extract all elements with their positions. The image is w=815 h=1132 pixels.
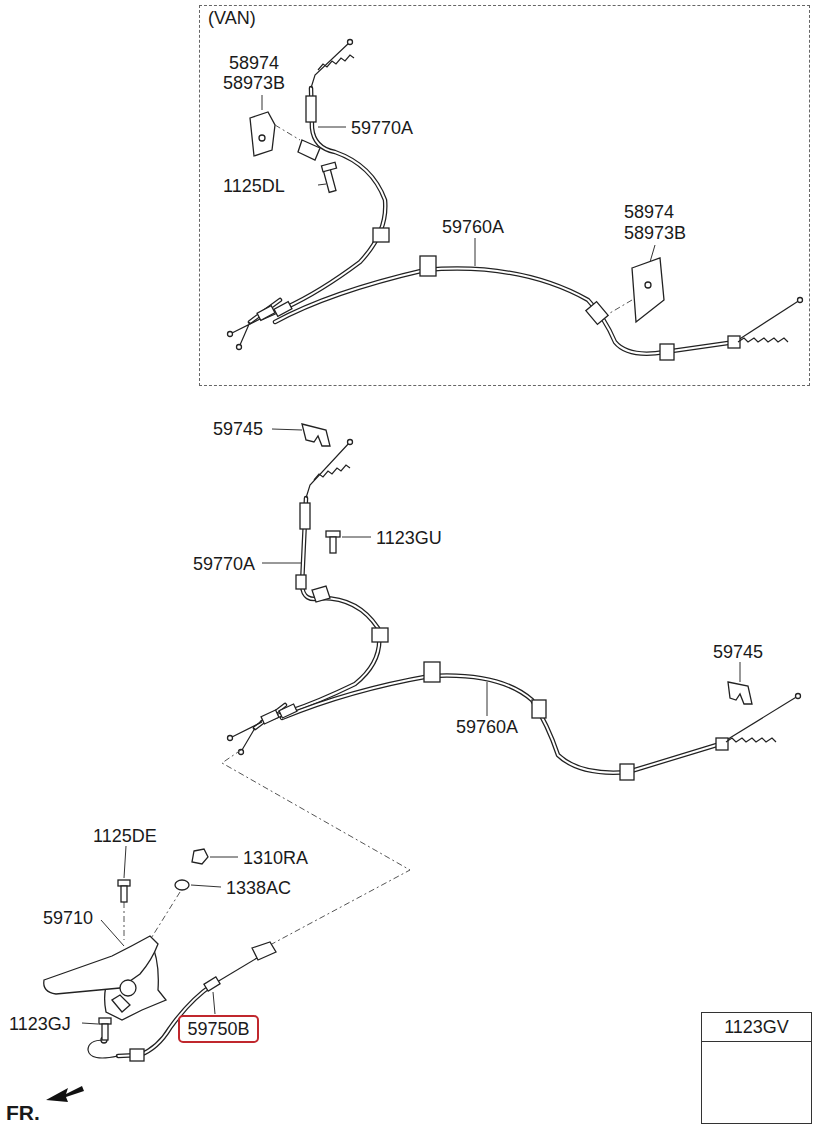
part-number: 1125DL bbox=[222, 176, 286, 196]
region-title: (VAN) bbox=[208, 8, 801, 28]
part-number: 59710 bbox=[42, 908, 94, 928]
van-region: (VAN) bbox=[199, 5, 810, 386]
part-number: 58974 bbox=[228, 53, 280, 73]
part-number: 59745 bbox=[212, 419, 264, 439]
part-number: 58973B bbox=[222, 73, 286, 93]
part-number: 59760A bbox=[455, 717, 519, 737]
part-number: 58974 bbox=[623, 202, 675, 222]
part-number: 1123GJ bbox=[8, 1014, 72, 1034]
callout-number: 1123GV bbox=[702, 1013, 811, 1042]
callout-number: 59750B bbox=[187, 1019, 249, 1039]
part-number: 58973B bbox=[623, 223, 687, 243]
part-number: 1125DE bbox=[92, 826, 158, 846]
part-number: 59760A bbox=[441, 217, 505, 237]
part-number: 1310RA bbox=[242, 848, 309, 868]
direction-label: FR. bbox=[5, 1101, 41, 1125]
part-callout-box: 59750B bbox=[178, 1015, 259, 1043]
part-number: 1338AC bbox=[225, 878, 292, 898]
part-number: 59770A bbox=[192, 554, 256, 574]
fastener-table-box: 1123GV bbox=[701, 1012, 812, 1124]
part-number: 59770A bbox=[350, 118, 414, 138]
part-number: 1123GU bbox=[375, 528, 443, 548]
part-number: 59745 bbox=[712, 642, 764, 662]
